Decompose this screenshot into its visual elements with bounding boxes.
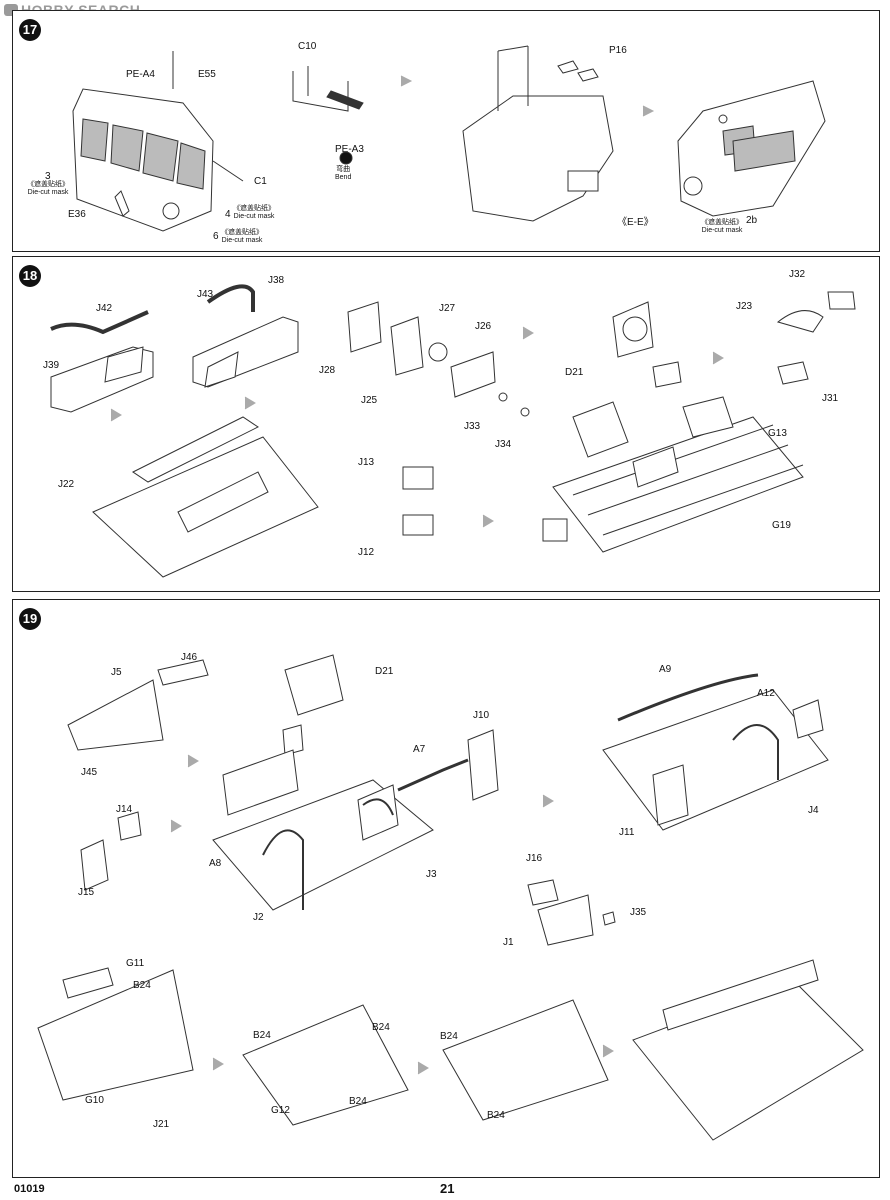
part-label: G19 bbox=[772, 520, 791, 531]
page-number: 21 bbox=[440, 1181, 455, 1196]
part-label: B24 bbox=[253, 1030, 271, 1041]
die-cut-mask-note: 《遮盖贴纸》 Die-cut mask bbox=[221, 229, 263, 244]
step-18-panel: 18 bbox=[12, 256, 880, 592]
part-label: J11 bbox=[619, 827, 635, 838]
part-label: J1 bbox=[503, 937, 514, 948]
part-label: J27 bbox=[439, 303, 456, 314]
part-label: B24 bbox=[487, 1110, 505, 1121]
part-label: J46 bbox=[181, 652, 198, 663]
part-label: C10 bbox=[298, 41, 317, 52]
die-cut-mask-note: 《遮盖贴纸》 Die-cut mask bbox=[233, 205, 275, 220]
part-label: J45 bbox=[81, 767, 98, 778]
part-label: J5 bbox=[111, 667, 122, 678]
part-label: D21 bbox=[565, 367, 584, 378]
part-label: J35 bbox=[630, 907, 647, 918]
step-19-panel: 19 bbox=[12, 599, 880, 1178]
step-19-illustration bbox=[37, 654, 864, 1141]
part-label: J21 bbox=[153, 1119, 170, 1130]
part-label: J42 bbox=[96, 303, 113, 314]
part-label: 2b bbox=[746, 215, 758, 226]
part-label: A8 bbox=[209, 858, 222, 869]
part-label: B24 bbox=[372, 1022, 390, 1033]
part-label: J33 bbox=[464, 421, 481, 432]
part-label: PE-A3 bbox=[335, 144, 364, 155]
step-number-badge: 18 bbox=[19, 265, 41, 287]
part-label: PE-A4 bbox=[126, 69, 155, 80]
part-label: J34 bbox=[495, 439, 512, 450]
mask-number: 3 bbox=[45, 171, 51, 182]
bend-note: 弯曲 Bend bbox=[335, 166, 352, 181]
part-label: B24 bbox=[349, 1096, 367, 1107]
part-label: J23 bbox=[736, 301, 753, 312]
part-label: J10 bbox=[473, 710, 490, 721]
part-label: J15 bbox=[78, 887, 95, 898]
part-label: J38 bbox=[268, 275, 285, 286]
part-label: J16 bbox=[526, 853, 543, 864]
step-number-badge: 17 bbox=[19, 19, 41, 41]
part-label: J12 bbox=[358, 547, 375, 558]
part-label: J39 bbox=[43, 360, 60, 371]
part-label: A12 bbox=[757, 688, 775, 699]
part-label: B24 bbox=[440, 1031, 458, 1042]
part-label: J28 bbox=[319, 365, 336, 376]
part-label: J25 bbox=[361, 395, 378, 406]
mask-number: 6 bbox=[213, 231, 219, 242]
part-label: A9 bbox=[659, 664, 672, 675]
part-label: J2 bbox=[253, 912, 264, 923]
part-label: G11 bbox=[126, 958, 145, 969]
part-label: G10 bbox=[85, 1095, 104, 1106]
part-label: J22 bbox=[58, 479, 75, 490]
part-label: C1 bbox=[254, 176, 267, 187]
part-label: P16 bbox=[609, 45, 627, 56]
die-cut-mask-note: 《遮盖贴纸》 Die-cut mask bbox=[27, 181, 69, 196]
part-label: A7 bbox=[413, 744, 426, 755]
view-note: 《E-E》 bbox=[617, 217, 654, 228]
part-label: J14 bbox=[116, 804, 133, 815]
part-label: J4 bbox=[808, 805, 819, 816]
part-label: J31 bbox=[822, 393, 839, 404]
step-18-illustration bbox=[50, 284, 856, 578]
part-label: J43 bbox=[197, 289, 214, 300]
part-label: D21 bbox=[375, 666, 394, 677]
part-label: J3 bbox=[426, 869, 437, 880]
part-label: J26 bbox=[475, 321, 492, 332]
step-number-badge: 19 bbox=[19, 608, 41, 630]
step-17-panel: 17 bbox=[12, 10, 880, 252]
part-label: E55 bbox=[198, 69, 216, 80]
die-cut-mask-note: 《遮盖贴纸》 Die-cut mask bbox=[701, 219, 743, 234]
part-label: J13 bbox=[358, 457, 375, 468]
part-label: G13 bbox=[768, 428, 787, 439]
step-17-illustration bbox=[72, 45, 826, 232]
part-label: E36 bbox=[68, 209, 86, 220]
catalog-code: 01019 bbox=[14, 1183, 45, 1195]
mask-number: 4 bbox=[225, 209, 231, 220]
part-label: G12 bbox=[271, 1105, 290, 1116]
part-label: J32 bbox=[789, 269, 806, 280]
part-label: B24 bbox=[133, 980, 151, 991]
